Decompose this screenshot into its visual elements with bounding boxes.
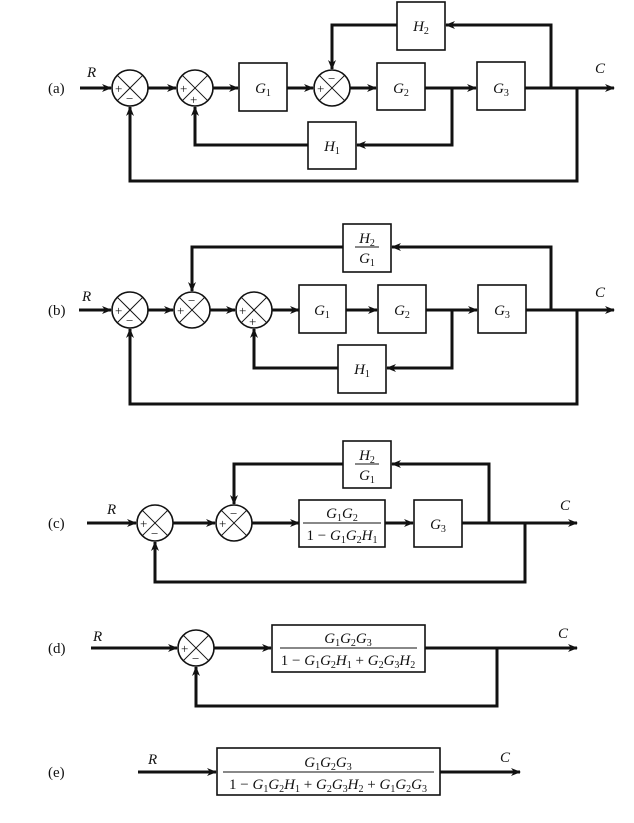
fraction-denominator: 1 − G1​G2​H1​ + G2​G3​H2​ + G1​G2​G3​ [229,777,427,795]
h2-over-g1-feedback-path [391,460,491,523]
block-g3: G3​ [476,61,526,111]
fraction-denominator: 1 − G1​G2​H1​ + G2​G3​H2​ [281,653,416,671]
plus-sign: + [177,303,184,318]
block-g1: G1​ [298,284,347,334]
input-r-label: R [106,502,116,518]
h1-feedback-path [386,310,454,372]
summing-junction: + − [136,504,174,542]
block-g3: G3​ [477,284,527,334]
diagram-b-label: (b) [48,303,66,319]
output-c-label: C [595,61,606,77]
block-h2: H2​ [396,1,446,51]
unity-feedback-path [126,88,579,183]
plus-sign: + [219,516,226,531]
fraction-numerator: G1​G2​ [326,506,358,524]
block-g2: G2​ [377,284,427,334]
diagram-d: (d) R C + − G1​G2​G3​ 1 − G1​G2​H1​ + G2… [48,624,578,708]
plus-sign: + [317,81,324,96]
input-r-label: R [81,289,91,305]
plus-sign: + [180,81,187,96]
fraction-numerator: H2​ [358,448,375,466]
summing-junction: + − [313,69,351,107]
block-g3: G3​ [413,499,463,548]
plus-sign: + [190,92,197,107]
diagram-c: (c) R C + − + − H2​ G1​ [48,440,578,584]
minus-sign: − [230,506,237,521]
h1-feedback-path [250,328,338,370]
diagram-c-label: (c) [48,516,65,532]
block-h2-over-g1: H2​ G1​ [342,440,392,489]
fraction-denominator: G1​ [359,251,375,269]
diagram-e-label: (e) [48,765,65,781]
block-g1: G1​ [238,62,288,112]
block-text: G3​ [494,303,510,321]
fraction-numerator: G1​G2​G3​ [304,755,352,773]
fraction-numerator: G1​G2​G3​ [324,631,372,649]
h1-feedback-path [356,88,454,149]
summing-junction: + − [177,629,215,667]
input-r-label: R [92,629,102,645]
summing-junction: + + [176,69,214,107]
diagram-a: (a) R C + − + + [48,1,615,183]
block-text: G3​ [493,81,509,99]
unity-feedback-path [192,648,499,708]
block-h2-over-g1: H2​ G1​ [342,223,392,273]
block-h1: H1​ [337,344,387,394]
minus-sign: − [151,526,158,541]
minus-sign: − [126,313,133,328]
block-text: G1​ [255,81,271,99]
block-text: G1​ [314,303,330,321]
minus-sign: − [188,293,195,308]
plus-sign: + [115,81,122,96]
plus-sign: + [140,516,147,531]
block-reduced-transfer: G1​G2​G3​ 1 − G1​G2​H1​ + G2​G3​H2​ [271,624,426,673]
input-r-label: R [86,65,96,81]
h2-over-g1-feedback-path [188,245,343,292]
block-text: G3​ [430,517,446,535]
h2-over-g1-feedback-path [391,243,553,310]
diagram-d-label: (d) [48,641,66,657]
summing-junction: + − [215,504,253,542]
plus-sign: + [115,303,122,318]
unity-feedback-path [126,310,579,406]
output-c-label: C [500,750,511,766]
plus-sign: + [249,314,256,329]
block-text: H2​ [412,19,429,37]
summing-junction: + − [111,69,149,107]
block-inner-loop-transfer: G1​G2​ 1 − G1​G2​H1​ [298,499,386,548]
fraction-numerator: H2​ [358,231,375,249]
minus-sign: − [328,71,335,86]
output-c-label: C [595,285,606,301]
unity-feedback-path [151,523,527,584]
block-text: H1​ [323,139,340,157]
h1-feedback-path [191,106,308,147]
block-text: G2​ [393,81,409,99]
block-text: G2​ [394,303,410,321]
h2-feedback-path [445,21,553,88]
plus-sign: + [239,303,246,318]
plus-sign: + [181,641,188,656]
h2-feedback-path [328,23,397,70]
diagram-a-label: (a) [48,81,65,97]
block-g2: G2​ [376,62,426,111]
input-r-label: R [147,752,157,768]
minus-sign: − [126,91,133,106]
summing-junction: + − [173,291,211,329]
output-c-label: C [558,626,569,642]
block-text: H1​ [353,362,370,380]
fraction-denominator: 1 − G1​G2​H1​ [307,528,378,546]
summing-junction: + + [235,291,273,329]
block-closed-loop-transfer: G1​G2​G3​ 1 − G1​G2​H1​ + G2​G3​H2​ + G1… [216,747,441,796]
h2-over-g1-feedback-path [230,462,343,505]
fraction-denominator: G1​ [359,468,375,486]
diagram-e: (e) R C G1​G2​G3​ 1 − G1​G2​H1​ + G2​G3​… [48,747,521,796]
output-c-label: C [560,498,571,514]
diagram-b: (b) R C + − + − + + [48,223,615,406]
summing-junction: + − [111,291,149,329]
block-h1: H1​ [307,121,357,170]
minus-sign: − [192,651,199,666]
